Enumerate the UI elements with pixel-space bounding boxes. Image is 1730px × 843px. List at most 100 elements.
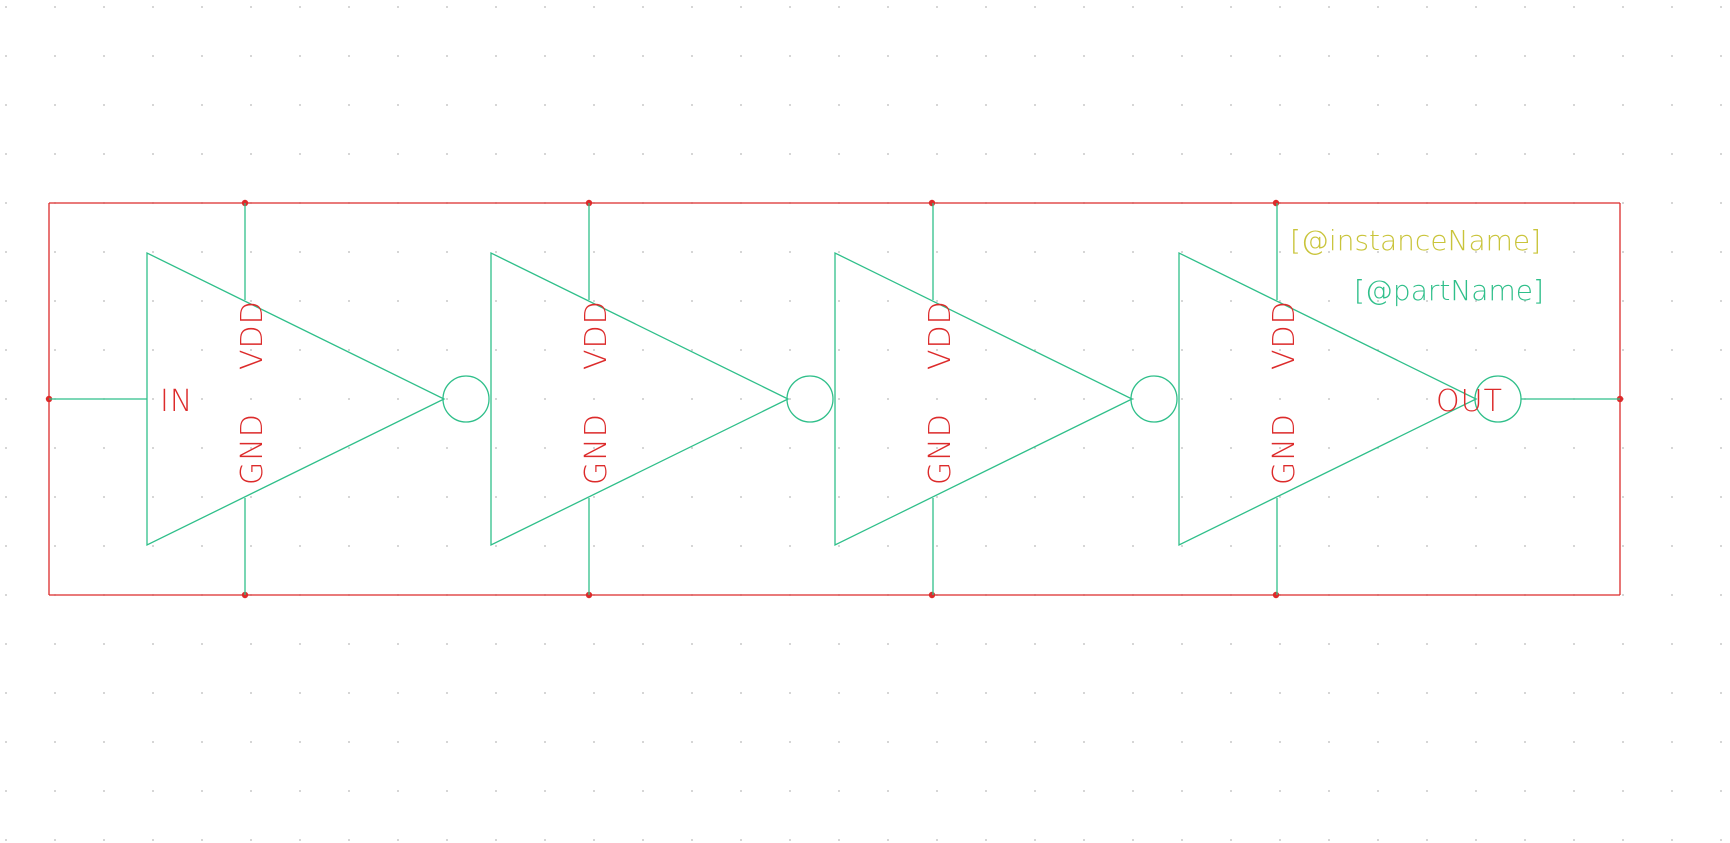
grid-dot [936,839,938,841]
grid-dot [54,545,56,547]
inverter-triangle[interactable] [1178,251,1478,547]
inverter-symbol-3[interactable]: VDD GND [834,203,1178,595]
grid-dot [495,447,497,449]
grid-dot [201,741,203,743]
grid-dot [1230,643,1232,645]
grid-dot [54,55,56,57]
grid-dot [1720,839,1722,841]
grid-dot [887,839,889,841]
grid-dot [740,251,742,253]
grid-dot [1720,300,1722,302]
grid-dot [1230,6,1232,8]
grid-dot [593,545,595,547]
grid-dot [1132,643,1134,645]
grid-dot [1132,153,1134,155]
grid-dot [1083,643,1085,645]
grid-dot [348,545,350,547]
grid-dot [5,251,7,253]
grid-dot [1720,447,1722,449]
grid-dot [985,643,987,645]
grid-dot [838,153,840,155]
grid-dot [1524,153,1526,155]
grid-dot [789,104,791,106]
grid-dot [887,692,889,694]
grid-dot [1181,6,1183,8]
grid-dot [348,398,350,400]
grid-dot [1671,496,1673,498]
grid-dot [299,447,301,449]
grid-dot [1475,741,1477,743]
grid-dot [446,447,448,449]
grid-dot [1573,349,1575,351]
grid-dot [1573,251,1575,253]
grid-dot [1426,447,1428,449]
grid-dot [348,790,350,792]
grid-dot [1720,202,1722,204]
grid-dot [1622,741,1624,743]
grid-dot [1573,545,1575,547]
grid-dot [1083,545,1085,547]
grid-dot [936,741,938,743]
instance-name-attribute[interactable]: [@instanceName] [1290,224,1541,257]
grid-dot [740,545,742,547]
grid-dot [152,398,154,400]
grid-dot [740,741,742,743]
inverter-symbol-2[interactable]: VDD GND [490,203,834,595]
grid-dot [1083,741,1085,743]
grid-dot [1426,300,1428,302]
grid-dot [1328,55,1330,57]
grid-dot [1573,741,1575,743]
inverter-symbol-4[interactable]: OUT VDD GND [1178,203,1620,595]
grid-dot [103,545,105,547]
grid-dot [1426,398,1428,400]
grid-dot [544,251,546,253]
grid-dot [1230,496,1232,498]
grid-dot [201,349,203,351]
grid-dot [1279,300,1281,302]
grid-dot [103,643,105,645]
grid-dot [495,545,497,547]
inverter-triangle[interactable] [146,251,446,547]
grid-dot [1279,545,1281,547]
grid-dot [1279,643,1281,645]
grid-dot [201,790,203,792]
grid-dot [201,153,203,155]
grid-dot [1524,349,1526,351]
grid-dot [1720,153,1722,155]
grid-dot [740,104,742,106]
grid-dot [397,6,399,8]
grid-dot [593,349,595,351]
grid-dot [1034,398,1036,400]
grid-dot [789,6,791,8]
grid-dot [5,6,7,8]
grid-dot [1132,6,1134,8]
grid-dot [789,643,791,645]
inverter-triangle[interactable] [834,251,1134,547]
grid-dot [985,692,987,694]
grid-dot [789,398,791,400]
grid-dot [544,349,546,351]
grid-dot [299,153,301,155]
grid-dot [1622,447,1624,449]
grid-dot [5,153,7,155]
grid-dot [642,6,644,8]
inverter-triangle[interactable] [490,251,790,547]
grid-dot [936,496,938,498]
grid-dot [1377,790,1379,792]
grid-dot [299,6,301,8]
grid-dot [985,153,987,155]
grid-dot [201,839,203,841]
grid-dot [250,300,252,302]
grid-dot [348,741,350,743]
part-name-attribute[interactable]: [@partName] [1354,274,1544,307]
grid-dot [1524,6,1526,8]
grid-dot [985,349,987,351]
grid-dot [1230,251,1232,253]
grid-dot [1720,398,1722,400]
grid-dot [740,153,742,155]
grid-dot [1377,153,1379,155]
grid-dot [1671,790,1673,792]
inverter-symbol-1[interactable]: IN VDD GND [49,203,490,595]
